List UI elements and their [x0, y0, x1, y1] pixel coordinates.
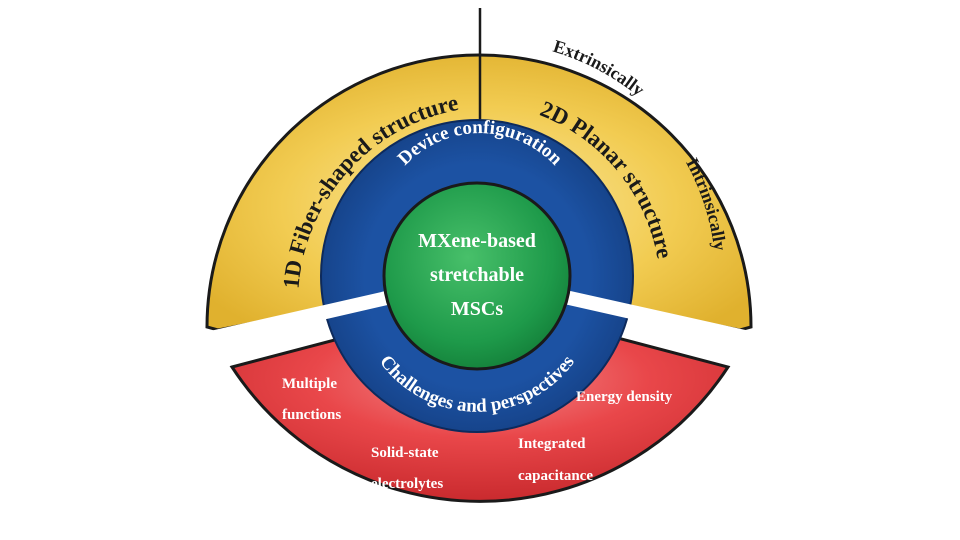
- multiple-functions-line-2: functions: [282, 407, 341, 423]
- integrated-line-2: capacitance: [518, 468, 593, 484]
- solid-state-line-1: Solid-state: [371, 445, 439, 461]
- integrated-line-1: Integrated: [518, 436, 586, 452]
- center-line-1: MXene-based: [418, 230, 536, 252]
- solid-state-line-2: electrolytes: [371, 476, 443, 492]
- multiple-functions-line-1: Multiple: [282, 376, 337, 392]
- center-line-3: MSCs: [451, 298, 503, 320]
- energy-density-label: Energy density: [576, 389, 673, 405]
- ring-gap: [210, 290, 750, 345]
- center-line-2: stretchable: [430, 264, 524, 286]
- center-circle: [382, 181, 572, 371]
